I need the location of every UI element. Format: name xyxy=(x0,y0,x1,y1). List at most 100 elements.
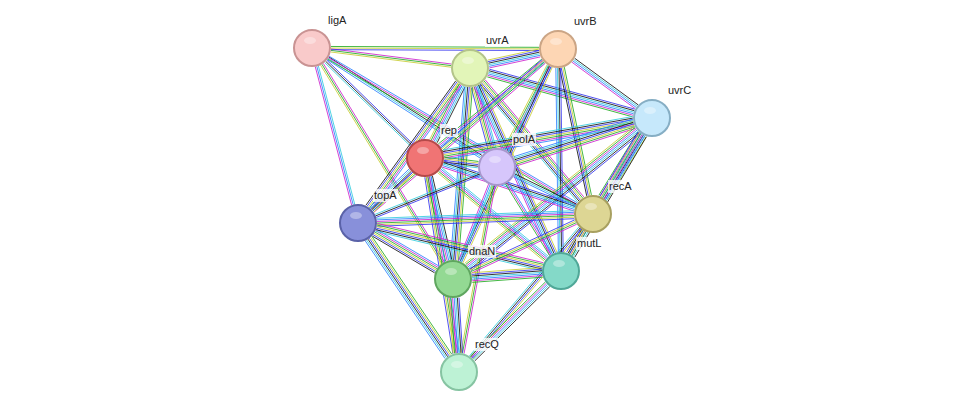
evidence-line xyxy=(367,240,447,358)
evidence-line xyxy=(315,67,351,205)
evidence-line xyxy=(472,277,542,282)
protein-circle xyxy=(406,139,444,177)
protein-node: mutL xyxy=(542,252,580,290)
evidence-line xyxy=(377,223,543,262)
evidence-line xyxy=(473,284,548,358)
interaction-edge xyxy=(513,174,576,207)
evidence-line xyxy=(489,55,540,66)
interaction-edge xyxy=(449,298,462,354)
evidence-line xyxy=(573,61,636,108)
protein-node: uvrA xyxy=(451,49,489,87)
protein-node: recQ xyxy=(440,353,478,391)
interaction-edge xyxy=(377,211,574,227)
node-label: dnaN xyxy=(468,245,496,258)
evidence-line xyxy=(572,135,644,255)
evidence-line xyxy=(331,49,539,51)
protein-node: polA xyxy=(478,148,516,186)
protein-circle xyxy=(633,99,671,137)
evidence-line xyxy=(324,62,410,145)
interaction-edge xyxy=(556,68,563,252)
node-label: uvrB xyxy=(573,15,598,28)
protein-node: ligA xyxy=(293,29,331,67)
evidence-line xyxy=(368,239,448,357)
protein-circle xyxy=(451,49,489,87)
evidence-line xyxy=(449,298,453,353)
interaction-edge xyxy=(572,58,638,108)
evidence-line xyxy=(377,216,574,224)
protein-node: dnaN xyxy=(434,260,472,298)
interaction-edge xyxy=(321,63,445,263)
protein-circle xyxy=(440,353,478,391)
evidence-line xyxy=(571,134,643,254)
evidence-line xyxy=(452,87,466,260)
evidence-line xyxy=(331,50,451,65)
interaction-edge xyxy=(470,282,550,361)
interaction-edge xyxy=(365,236,451,358)
node-label: recA xyxy=(608,180,633,193)
circle-highlight xyxy=(304,37,316,44)
evidence-line xyxy=(331,48,539,50)
evidence-line xyxy=(488,51,539,62)
evidence-line xyxy=(377,219,574,227)
circle-highlight xyxy=(550,38,562,45)
circle-highlight xyxy=(585,203,597,210)
circle-highlight xyxy=(451,361,463,368)
evidence-line xyxy=(575,137,647,257)
interaction-edge xyxy=(315,66,354,205)
protein-circle xyxy=(542,252,580,290)
circle-highlight xyxy=(644,107,656,114)
evidence-line xyxy=(371,237,451,355)
circle-highlight xyxy=(553,260,565,267)
circle-highlight xyxy=(445,268,457,275)
evidence-line xyxy=(488,52,539,63)
node-label: topA xyxy=(373,189,398,202)
protein-node: uvrC xyxy=(633,99,671,137)
protein-node: topA xyxy=(339,204,377,242)
evidence-line xyxy=(374,174,414,213)
evidence-line xyxy=(575,58,638,105)
evidence-line xyxy=(515,174,577,204)
interaction-edge xyxy=(324,60,412,146)
evidence-line xyxy=(470,282,545,356)
evidence-line xyxy=(331,49,451,64)
evidence-line xyxy=(573,136,645,256)
protein-circle xyxy=(539,30,577,68)
evidence-line xyxy=(377,217,574,225)
evidence-line xyxy=(469,131,638,268)
evidence-line xyxy=(372,236,452,354)
protein-circle xyxy=(574,195,612,233)
evidence-line xyxy=(365,241,445,359)
evidence-line xyxy=(513,177,575,207)
evidence-line xyxy=(369,238,449,356)
evidence-line xyxy=(572,62,635,109)
node-label: polA xyxy=(512,133,536,146)
circle-highlight xyxy=(350,212,362,219)
circle-highlight xyxy=(417,147,429,154)
evidence-line xyxy=(569,134,641,254)
interaction-edge xyxy=(331,49,452,67)
node-label: uvrC xyxy=(667,84,692,97)
evidence-line xyxy=(514,175,576,205)
evidence-line xyxy=(475,287,550,361)
interaction-edge xyxy=(331,46,539,50)
evidence-line xyxy=(451,87,465,260)
evidence-line xyxy=(574,60,637,107)
evidence-line xyxy=(331,52,451,67)
evidence-line xyxy=(556,68,558,252)
evidence-line xyxy=(326,61,412,144)
protein-circle xyxy=(434,260,472,298)
node-label: recQ xyxy=(474,338,500,351)
evidence-line xyxy=(474,286,549,360)
interaction-edge xyxy=(472,268,543,283)
evidence-line xyxy=(318,66,354,204)
evidence-line xyxy=(377,225,543,264)
evidence-line xyxy=(471,283,546,357)
evidence-line xyxy=(323,63,444,262)
interaction-edge xyxy=(369,169,413,212)
evidence-line xyxy=(489,54,540,65)
protein-node: rep xyxy=(406,139,444,177)
protein-node: uvrB xyxy=(539,30,577,68)
node-label: rep xyxy=(440,124,458,137)
protein-circle xyxy=(293,29,331,67)
node-label: uvrA xyxy=(485,34,510,47)
